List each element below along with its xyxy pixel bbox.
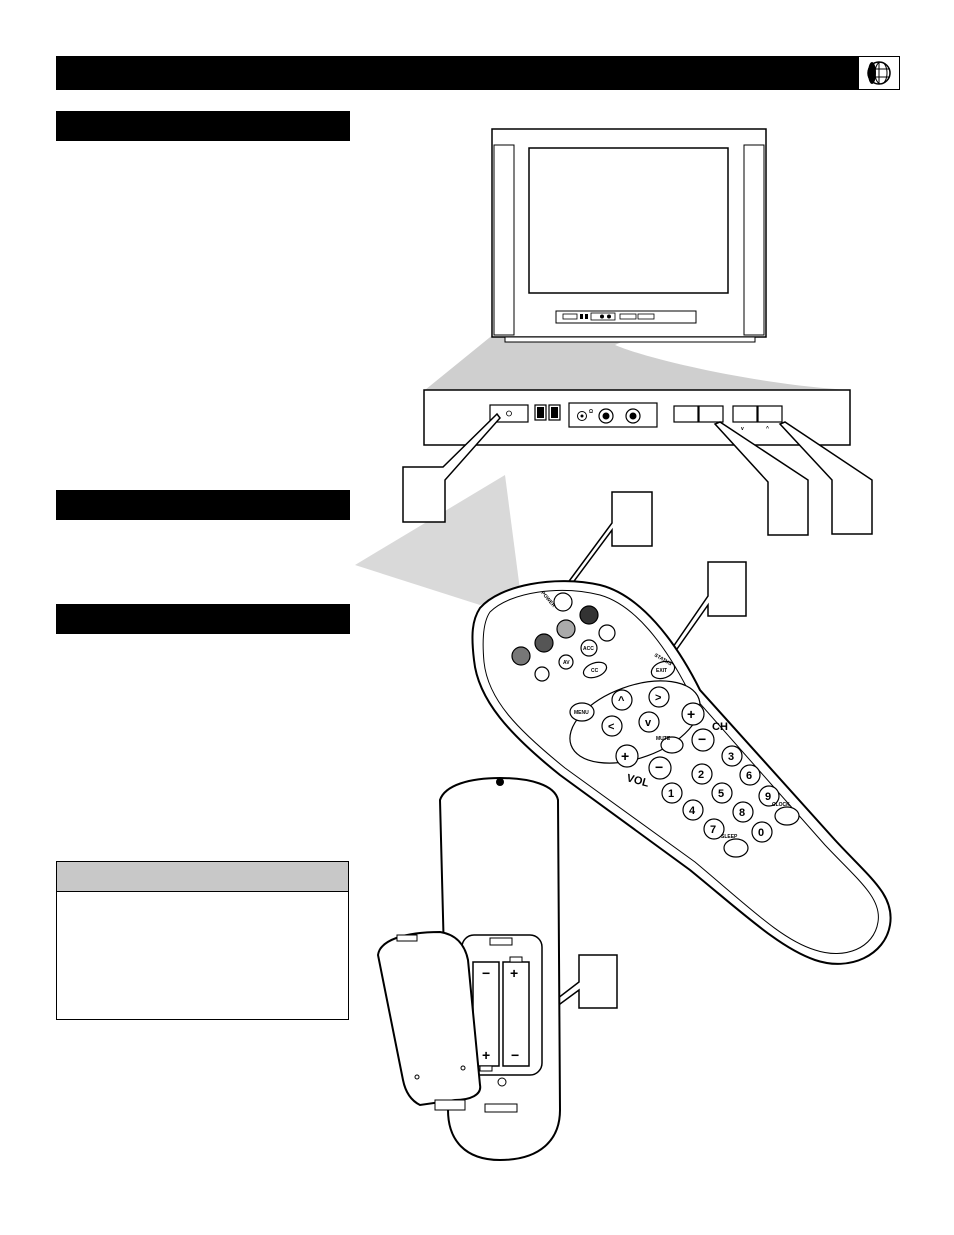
remote-down-button — [638, 711, 660, 733]
section-header-bar — [56, 490, 350, 520]
svg-text:AV: AV — [563, 660, 570, 666]
remote-blue-button — [511, 646, 531, 666]
remote-digit-1 — [661, 782, 683, 804]
remote-back: − + + − — [376, 776, 562, 1162]
remote-smart-picture-button — [534, 666, 550, 682]
svg-text:9: 9 — [765, 791, 771, 803]
svg-text:^: ^ — [618, 695, 625, 707]
svg-text:CLOCK: CLOCK — [772, 802, 790, 808]
svg-text:8: 8 — [739, 807, 745, 819]
remote-up-button — [611, 689, 633, 711]
callout-box-menu — [713, 421, 809, 536]
remote-control: POWER ACC AV CC EXIT STATUS MENU ^ > < v… — [471, 580, 892, 965]
remote-red-button — [579, 605, 599, 625]
remote-digit-0 — [751, 821, 773, 843]
remote-vol-down-button — [648, 756, 672, 780]
remote-ch-up-button — [681, 702, 705, 726]
page-header-bar — [56, 56, 900, 90]
remote-digit-7 — [703, 818, 725, 840]
remote-exit-button — [650, 660, 676, 680]
remote-smart-sound-button — [598, 624, 616, 642]
remote-mute-button — [660, 736, 684, 754]
remote-cc-button — [582, 661, 608, 679]
svg-text:5: 5 — [718, 788, 724, 800]
svg-text:+: + — [621, 748, 629, 764]
remote-vol-up-button — [615, 744, 639, 768]
svg-text:+: + — [687, 706, 695, 722]
remote-right-button — [648, 686, 670, 708]
callout-box-remote-power — [563, 491, 653, 594]
remote-sleep-button — [723, 838, 749, 858]
remote-digit-9 — [758, 785, 780, 807]
svg-text:4: 4 — [689, 805, 696, 817]
globe-icon — [858, 57, 899, 89]
tip-box — [56, 861, 349, 1020]
remote-power-button — [553, 592, 573, 612]
battery-aa-2 — [502, 961, 530, 1067]
svg-text:CH: CH — [712, 721, 728, 733]
svg-text:^: ^ — [766, 426, 769, 432]
callout-box-power — [402, 412, 501, 523]
svg-text:6: 6 — [746, 770, 752, 782]
tip-box-header — [57, 862, 348, 892]
svg-text:−: − — [698, 731, 706, 747]
remote-digit-6 — [739, 764, 761, 786]
svg-text:<: < — [608, 721, 614, 733]
remote-digit-4 — [682, 799, 704, 821]
remote-acc-button — [580, 639, 598, 657]
battery-door — [376, 930, 482, 1107]
remote-yellow-button — [534, 633, 554, 653]
menu-up-button — [698, 405, 724, 423]
svg-text:MENU: MENU — [574, 710, 589, 716]
remote-ch-down-button — [691, 728, 715, 752]
svg-text:EXIT: EXIT — [656, 668, 667, 674]
tv-screen — [528, 147, 729, 294]
svg-text:SLEEP: SLEEP — [721, 834, 738, 840]
svg-text:v: v — [741, 426, 744, 432]
remote-digit-5 — [711, 782, 733, 804]
svg-text:VOL: VOL — [625, 772, 650, 790]
section-header-bar — [56, 111, 350, 141]
remote-digit-3 — [721, 745, 743, 767]
svg-text:−: − — [511, 1047, 519, 1063]
remote-digit-2 — [691, 763, 713, 785]
svg-text:−: − — [482, 965, 490, 981]
tv-set — [491, 128, 767, 343]
svg-text:+: + — [510, 965, 518, 981]
svg-text:2: 2 — [698, 769, 704, 781]
channel-up-button — [757, 405, 783, 423]
remote-digit-8 — [732, 801, 754, 823]
remote-av-button — [558, 654, 574, 670]
section-header-bar — [56, 604, 350, 634]
remote-green-button — [556, 619, 576, 639]
svg-text:Ω: Ω — [589, 409, 593, 415]
svg-text:−: − — [655, 759, 663, 775]
callout-box-remote-exit — [661, 561, 747, 668]
channel-down-button — [732, 405, 758, 423]
svg-text:CC: CC — [591, 668, 599, 674]
remote-left-button — [601, 715, 623, 737]
svg-text:MUTE: MUTE — [656, 736, 671, 742]
tv-control-panel: Ω v ^ — [423, 389, 851, 446]
svg-text:7: 7 — [710, 824, 716, 836]
remote-clock-button — [774, 806, 800, 826]
svg-text:3: 3 — [728, 751, 734, 763]
callout-box-channel — [778, 421, 873, 535]
ir-beam — [355, 475, 520, 605]
svg-text:1: 1 — [668, 788, 674, 800]
svg-text:>: > — [655, 692, 661, 704]
svg-text:ACC: ACC — [583, 646, 594, 652]
remote-menu-button — [569, 702, 595, 722]
menu-down-button — [673, 405, 699, 423]
svg-text:+: + — [482, 1047, 490, 1063]
svg-text:v: v — [645, 717, 652, 729]
svg-text:0: 0 — [758, 827, 764, 839]
